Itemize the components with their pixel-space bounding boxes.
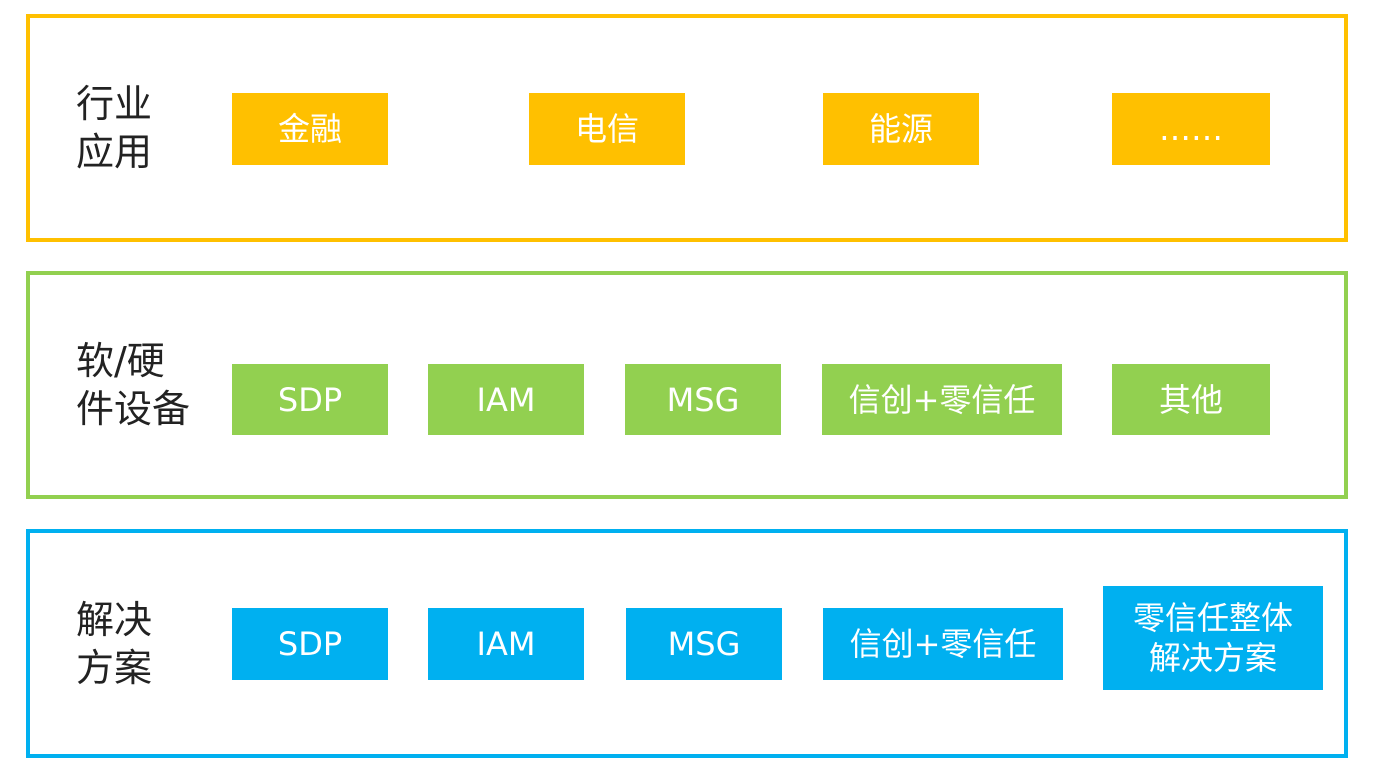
box-industry-more: …… — [1112, 93, 1270, 165]
layer-label-industry: 行业 应用 — [76, 82, 153, 174]
box-msg-solution: MSG — [626, 608, 782, 680]
box-xinchuang-zero-trust-solution: 信创+零信任 — [823, 608, 1063, 680]
box-sdp-solution: SDP — [232, 608, 388, 680]
box-xinchuang-zero-trust-device: 信创+零信任 — [822, 364, 1062, 435]
box-telecom: 电信 — [529, 93, 685, 165]
solutions-layer: 解决 方案 SDP IAM MSG 信创+零信任 零信任整体 解决方案 — [26, 529, 1348, 758]
box-other-device: 其他 — [1112, 364, 1270, 435]
box-finance: 金融 — [232, 93, 388, 165]
box-iam-device: IAM — [428, 364, 584, 435]
box-energy: 能源 — [823, 93, 979, 165]
box-msg-device: MSG — [625, 364, 781, 435]
box-iam-solution: IAM — [428, 608, 584, 680]
box-zero-trust-overall-solution: 零信任整体 解决方案 — [1103, 586, 1323, 690]
industry-application-layer: 行业 应用 金融 电信 能源 …… — [26, 14, 1348, 242]
hardware-software-layer: 软/硬 件设备 SDP IAM MSG 信创+零信任 其他 — [26, 271, 1348, 499]
layer-label-solutions: 解决 方案 — [76, 597, 153, 690]
box-sdp-device: SDP — [232, 364, 388, 435]
layer-label-hardware: 软/硬 件设备 — [76, 339, 191, 431]
